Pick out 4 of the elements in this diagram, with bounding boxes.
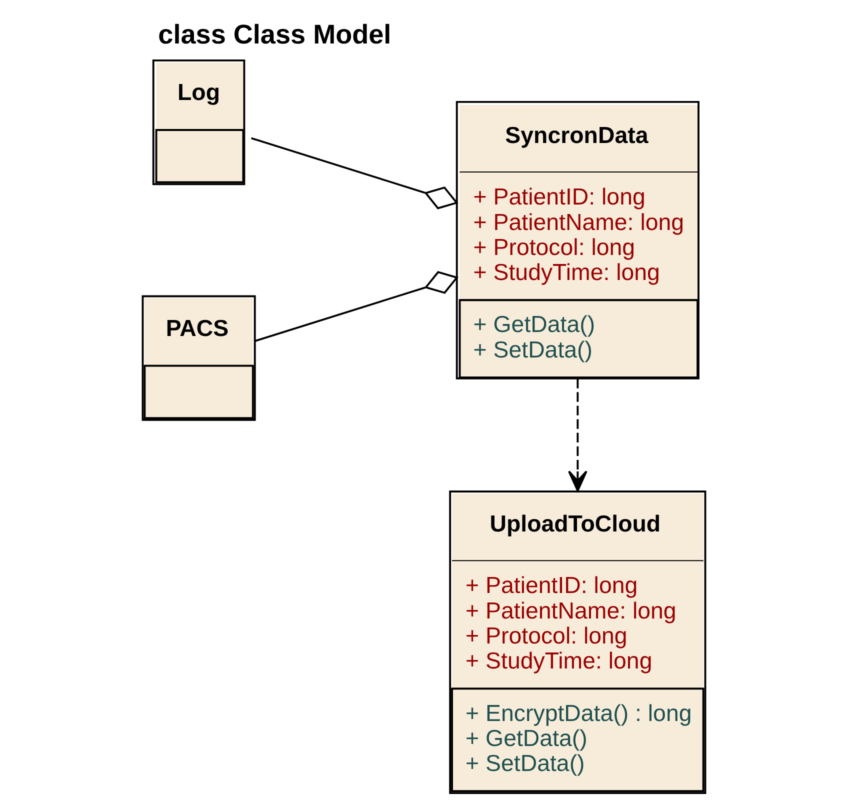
connector [251,137,458,210]
arrow [568,378,588,492]
connector [254,271,459,342]
diagram-title: class Class Model [158,19,392,50]
